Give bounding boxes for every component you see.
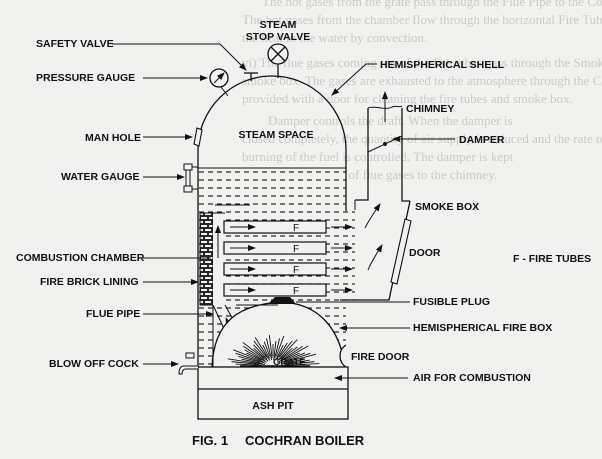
label-steam-space: STEAM SPACE	[238, 129, 313, 141]
fire-tube-marker: F	[293, 265, 299, 276]
fire-brick-lining	[199, 212, 214, 306]
base-box	[197, 366, 349, 420]
steam-stop-valve	[267, 43, 289, 78]
label-fire-brick-lining: FIRE BRICK LINING	[40, 276, 139, 288]
label-smoke-box: SMOKE BOX	[415, 201, 479, 213]
smoke-box-door	[390, 218, 412, 285]
label-water-gauge: WATER GAUGE	[61, 171, 140, 183]
fire-tube: F	[223, 241, 353, 255]
bleed-line: Damper controls the draft. When the damp…	[268, 113, 513, 128]
bleed-line: provided with a door for cleaning the fi…	[242, 91, 573, 106]
fire-tube: F	[223, 220, 353, 234]
label-flue-pipe: FLUE PIPE	[86, 308, 140, 320]
combustion-chamber	[213, 213, 225, 305]
label-damper: DAMPER	[459, 134, 505, 146]
blow-off-cock	[178, 352, 198, 375]
man-hole	[193, 127, 203, 147]
fire-tube: F	[223, 283, 353, 297]
bleed-line: The hot gases from the grate pass throug…	[262, 0, 602, 9]
fire-tube-marker: F	[293, 286, 299, 297]
fire-door	[339, 344, 347, 368]
chimney	[355, 91, 410, 202]
label-steam-stop-valve-1: STEAM	[260, 19, 297, 31]
fusible-plug	[268, 297, 296, 304]
label-blow-off-cock: BLOW OFF COCK	[49, 358, 139, 370]
label-fire-tubes-legend: F - FIRE TUBES	[513, 253, 591, 265]
flow-arrow	[367, 244, 383, 271]
ash-pit-label: ASH PIT	[252, 400, 294, 412]
flow-arrow	[364, 203, 381, 229]
fire-tube-marker: F	[293, 244, 299, 255]
grate-label: GRATE	[273, 357, 306, 368]
label-man-hole: MAN HOLE	[85, 132, 141, 144]
water-gauge	[183, 163, 198, 193]
bleed-line: vi) The flue gases coming out of the fir…	[242, 55, 602, 70]
label-door: DOOR	[409, 247, 441, 259]
bleed-line: The hot gases from the chamber flow thro…	[242, 12, 602, 27]
bleed-line: smoke box. The gases are exhausted to th…	[242, 73, 602, 88]
label-hemispherical-fire-box: HEMISPHERICAL FIRE BOX	[413, 322, 552, 334]
label-fire-door: FIRE DOOR	[351, 351, 410, 363]
figure-title: COCHRAN BOILER	[245, 433, 365, 448]
label-fusible-plug: FUSIBLE PLUG	[413, 296, 490, 308]
label-pressure-gauge: PRESSURE GAUGE	[36, 72, 135, 84]
bleed-line: the heat to the water by convection.	[242, 30, 428, 45]
leader-hemispherical-shell	[331, 63, 377, 96]
label-hemispherical-shell: HEMISPHERICAL SHELL	[380, 59, 505, 71]
safety-valve	[244, 72, 258, 81]
fire-tube-marker: F	[293, 223, 299, 234]
label-steam-stop-valve-2: STOP VALVE	[246, 31, 311, 43]
label-combustion-chamber: COMBUSTION CHAMBER	[16, 252, 145, 264]
bleed-line: burning of the fuel is controlled. The d…	[242, 149, 514, 164]
figure-number: FIG. 1	[192, 433, 228, 448]
label-chimney: CHIMNEY	[406, 103, 454, 115]
label-safety-valve: SAFETY VALVE	[36, 38, 114, 50]
pressure-gauge	[209, 68, 229, 97]
hemispherical-shell	[197, 75, 347, 367]
grate	[227, 335, 320, 367]
leader-safety-valve	[112, 43, 247, 71]
label-air-for-combustion: AIR FOR COMBUSTION	[413, 372, 531, 384]
fire-tube: F	[223, 262, 353, 276]
